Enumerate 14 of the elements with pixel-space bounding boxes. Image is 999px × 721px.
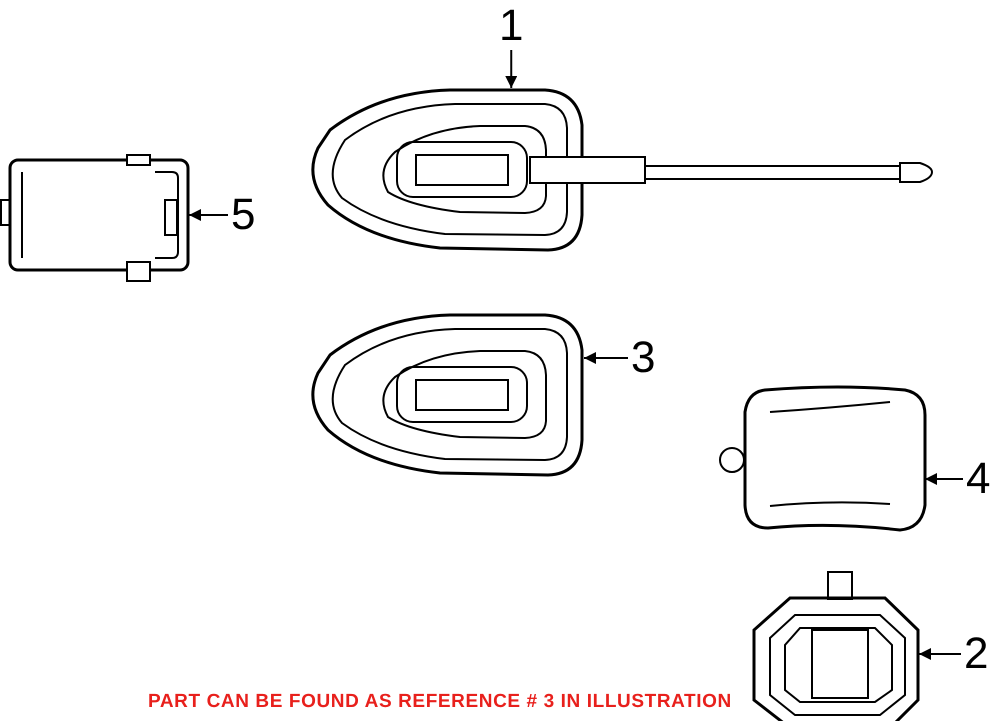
callout-number: 5 <box>231 193 256 237</box>
sensor-drawing <box>750 570 922 721</box>
module-drawing <box>0 153 192 284</box>
leader-line <box>505 50 518 88</box>
callout-number: 1 <box>499 4 524 48</box>
leader-line <box>919 648 961 660</box>
callout-number: 4 <box>966 457 990 501</box>
leader-line <box>584 352 628 364</box>
callout-number: 3 <box>631 336 656 380</box>
note-text: PART CAN BE FOUND AS REFERENCE # 3 IN ILLUSTRATION <box>148 691 732 713</box>
cover-drawing <box>716 386 928 533</box>
leader-line <box>189 209 228 221</box>
callout-number: 2 <box>964 632 988 676</box>
leader-line <box>925 473 963 485</box>
